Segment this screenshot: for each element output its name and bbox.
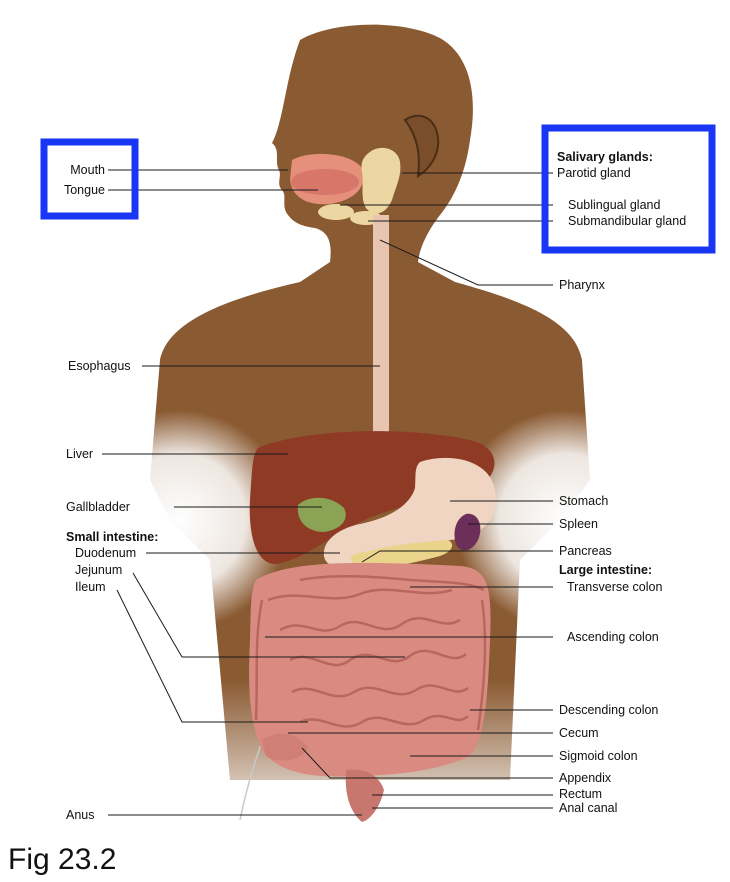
label-anal-canal: Anal canal xyxy=(559,801,617,815)
label-large-intestine-heading: Large intestine: xyxy=(559,563,652,577)
intestines xyxy=(249,562,491,822)
label-mouth: Mouth xyxy=(70,163,105,177)
label-ileum: Ileum xyxy=(75,580,106,594)
upper-abdomen-organs xyxy=(249,431,496,570)
mouth-region xyxy=(290,147,401,225)
label-esophagus: Esophagus xyxy=(68,359,131,373)
label-sigmoid-colon: Sigmoid colon xyxy=(559,749,638,763)
label-cecum: Cecum xyxy=(559,726,599,740)
leader-lines xyxy=(102,169,553,816)
label-submandibular: Submandibular gland xyxy=(568,214,686,228)
label-small-intestine-heading: Small intestine: xyxy=(66,530,158,544)
label-rectum: Rectum xyxy=(559,787,602,801)
label-jejunum: Jejunum xyxy=(75,563,122,577)
label-liver: Liver xyxy=(66,447,93,461)
label-anus: Anus xyxy=(66,808,95,822)
label-ascending-colon: Ascending colon xyxy=(567,630,659,644)
highlight-box-mouth xyxy=(40,138,139,220)
label-duodenum: Duodenum xyxy=(75,546,136,560)
label-gallbladder: Gallbladder xyxy=(66,500,130,514)
label-sublingual: Sublingual gland xyxy=(568,198,660,212)
label-parotid: Parotid gland xyxy=(557,166,631,180)
label-salivary-heading: Salivary glands: xyxy=(557,150,653,164)
label-transverse-colon: Transverse colon xyxy=(567,580,662,594)
label-spleen: Spleen xyxy=(559,517,598,531)
label-pancreas: Pancreas xyxy=(559,544,612,558)
highlight-box-salivary xyxy=(541,124,716,254)
label-descending-colon: Descending colon xyxy=(559,703,658,717)
label-stomach: Stomach xyxy=(559,494,608,508)
esophagus-tube xyxy=(373,215,389,470)
label-pharynx: Pharynx xyxy=(559,278,606,292)
label-tongue: Tongue xyxy=(64,183,105,197)
label-appendix: Appendix xyxy=(559,771,612,785)
figure-caption: Fig 23.2 xyxy=(8,843,117,876)
